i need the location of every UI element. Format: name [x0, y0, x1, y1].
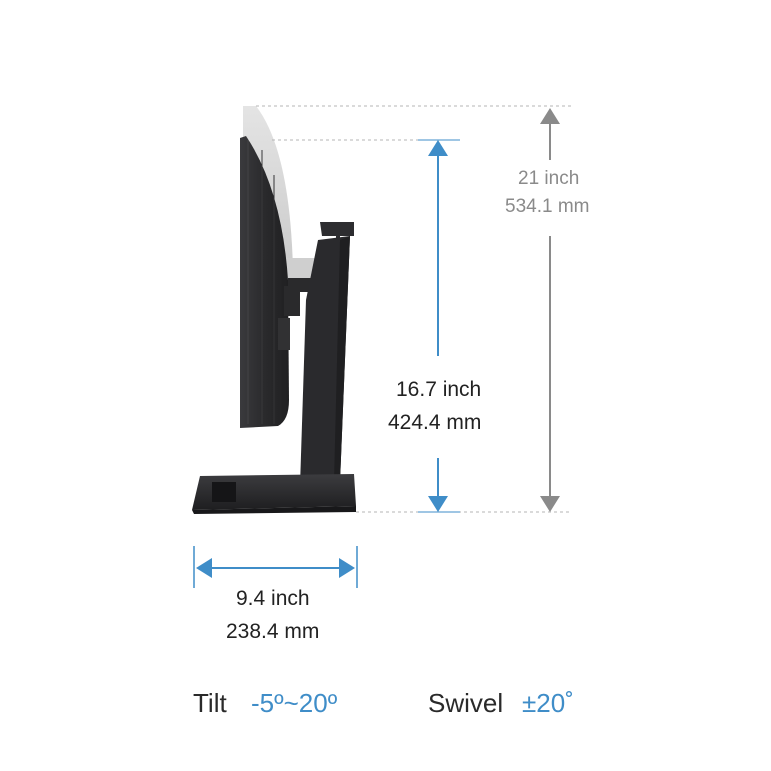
base-depth-inch: 9.4 inch	[236, 587, 310, 610]
adjust-height-arrow	[418, 139, 460, 513]
swivel-value: ±20˚	[522, 688, 574, 718]
tilt-value: -5º~20º	[251, 688, 338, 718]
total-height-mm: 534.1 mm	[505, 196, 590, 217]
total-height-arrow	[540, 108, 560, 512]
base-depth-mm: 238.4 mm	[226, 620, 320, 643]
tilt-label: Tilt	[193, 688, 227, 718]
adjust-height-inch: 16.7 inch	[396, 378, 482, 401]
base-depth-arrow	[193, 546, 358, 588]
monitor-stand	[300, 222, 354, 486]
adjust-height-mm: 424.4 mm	[388, 411, 482, 434]
monitor-base	[192, 474, 356, 514]
total-height-inch: 21 inch	[518, 168, 580, 189]
swivel-label: Swivel	[428, 688, 504, 718]
